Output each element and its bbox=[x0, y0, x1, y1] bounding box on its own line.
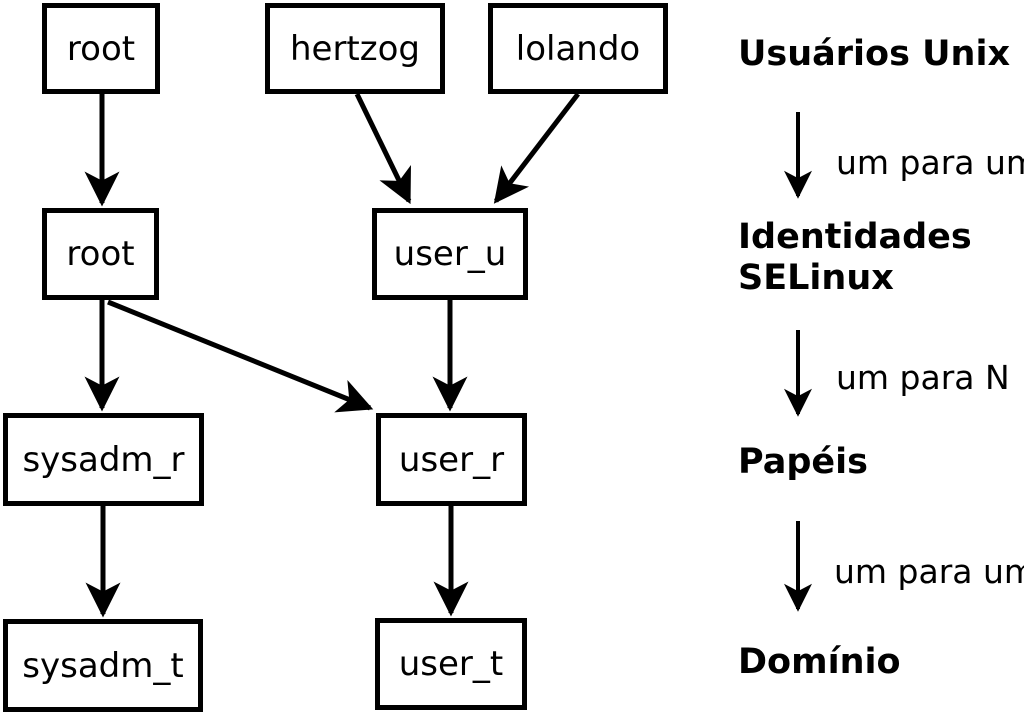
node-role-sysadm-r: sysadm_r bbox=[3, 413, 204, 506]
legend-heading-roles: Papéis bbox=[738, 442, 868, 482]
node-role-user-r: user_r bbox=[376, 413, 527, 506]
node-unix-user-lolando: lolando bbox=[488, 3, 668, 94]
legend-mapping-one-to-one-2: um para um bbox=[834, 552, 1024, 591]
legend-heading-domain: Domínio bbox=[738, 642, 901, 682]
edge-lolando-to-useru bbox=[493, 92, 580, 204]
legend-mapping-one-to-one-1: um para um bbox=[836, 143, 1024, 182]
node-selinux-identity-root: root bbox=[42, 208, 159, 300]
node-domain-sysadm-t: sysadm_t bbox=[3, 619, 203, 712]
legend-mapping-one-to-n: um para N bbox=[836, 358, 1010, 397]
legend-heading-unix-users: Usuários Unix bbox=[738, 34, 1011, 74]
legend-heading-selinux-identities: Identidades SELinux bbox=[738, 217, 972, 299]
edge-selinuxroot-to-userr bbox=[107, 299, 374, 413]
node-unix-user-root: root bbox=[42, 3, 160, 94]
edge-hertzog-to-useru bbox=[354, 92, 412, 205]
legend-heading-selinux-identities-line2: SELinux bbox=[738, 258, 894, 298]
node-unix-user-hertzog: hertzog bbox=[265, 3, 445, 94]
node-selinux-identity-user-u: user_u bbox=[372, 208, 528, 300]
legend-heading-selinux-identities-line1: Identidades bbox=[738, 217, 972, 257]
node-domain-user-t: user_t bbox=[375, 618, 527, 710]
